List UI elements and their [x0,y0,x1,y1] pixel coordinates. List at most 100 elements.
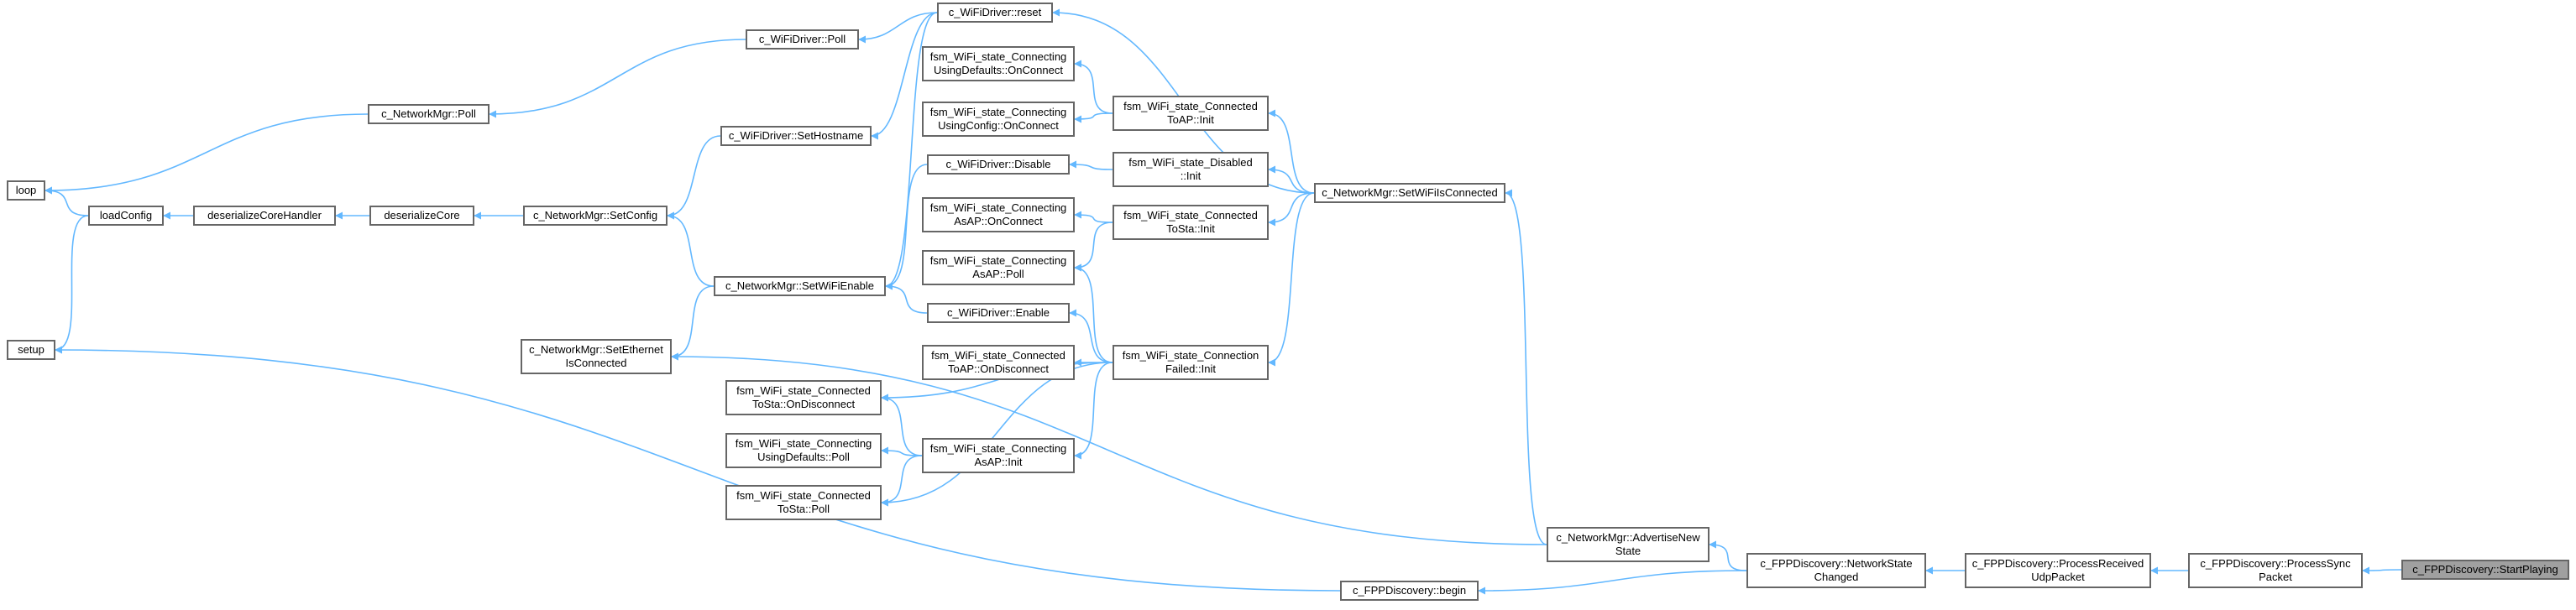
node-label-line: fsm_WiFi_state_Connecting [929,254,1067,267]
node-label-line: UsingDefaults::OnConnect [934,64,1063,76]
node-label-line: deserializeCore [384,209,460,222]
node-label-line: fsm_WiFi_state_Connected [931,349,1065,362]
node-loop[interactable]: loop [7,180,45,201]
node-setwifisconnected[interactable]: c_NetworkMgr::SetWiFiIsConnected [1314,183,1505,203]
node-fppbegin[interactable]: c_FPPDiscovery::begin [1340,581,1479,601]
node-label-line: Packet [2259,571,2292,583]
node-label-line: fsm_WiFi_state_Connecting [929,50,1067,63]
edge-fppbegin-to-networkstate [1478,570,1747,595]
node-reset[interactable]: c_WiFiDriver::reset [937,3,1053,23]
node-deserializecore[interactable]: deserializeCore [369,206,474,226]
edge-connectedtosta_ondisconnect-to-asap_init [881,394,923,456]
edge-enable-to-connfailed_init [1069,309,1113,363]
node-label-line: c_NetworkMgr::Poll [381,107,476,120]
edge-loop-to-loadconfig [45,186,89,216]
node-label-line: c_FPPDiscovery::begin [1352,584,1467,597]
node-label-line: UdpPacket [2031,571,2085,583]
node-setwifienable[interactable]: c_NetworkMgr::SetWiFiEnable [714,276,886,296]
edge-netpoll-to-wifipoll [489,39,746,118]
node-label-line: fsm_WiFi_state_Disabled [1128,156,1253,169]
node-label-line: loadConfig [99,209,153,222]
edge-setethernet-to-advertise [671,352,1547,545]
node-label-line: IsConnected [565,357,627,369]
edge-setconfig-to-setwifienable [667,211,715,287]
edge-wifipoll-to-reset [858,12,938,44]
edge-setwifisconnected-to-advertise [1505,189,1547,545]
edge-usingconfig_onconnect-to-connectedtoap_init [1074,112,1113,123]
node-label-line: c_FPPDiscovery::StartPlaying [2412,563,2558,576]
node-startplaying: c_FPPDiscovery::StartPlaying [2401,560,2569,580]
node-sethostname[interactable]: c_WiFiDriver::SetHostname [720,126,872,146]
node-label-line: c_WiFiDriver::Disable [945,158,1051,170]
node-label-line: fsm_WiFi_state_Connected [736,384,871,397]
node-enable[interactable]: c_WiFiDriver::Enable [927,303,1070,323]
node-label-line: c_NetworkMgr::SetEthernet [529,343,663,356]
node-loadconfig[interactable]: loadConfig [88,206,164,226]
node-label-line: fsm_WiFi_state_Connecting [929,201,1067,214]
node-deserializecorehandler[interactable]: deserializeCoreHandler [193,206,336,226]
edge-loop-to-netpoll [45,113,369,195]
node-label-line: UsingConfig::OnConnect [938,119,1059,132]
node-label-line: ToAP::OnDisconnect [948,362,1049,375]
edge-disable-to-disabled_init [1069,160,1113,170]
node-label-line: State [1615,545,1641,557]
node-label-line: c_NetworkMgr::SetWiFiEnable [725,279,874,292]
node-label-line: fsm_WiFi_state_Connected [1123,100,1258,112]
edge-asap_init-to-connfailed_init [1074,362,1113,460]
edge-setwifienable-to-reset [885,12,938,290]
node-label-line: c_WiFiDriver::reset [948,6,1042,18]
node-label-line: c_FPPDiscovery::ProcessSync [2200,557,2351,570]
node-setconfig[interactable]: c_NetworkMgr::SetConfig [523,206,668,226]
node-label-line: ::Init [1180,169,1202,182]
node-label-line: loop [15,184,37,196]
node-label-line: fsm_WiFi_state_Connecting [929,106,1067,118]
node-disabled-init[interactable]: fsm_WiFi_state_Disabled::Init [1113,152,1269,187]
node-label-line: c_FPPDiscovery::ProcessReceived [1971,557,2144,570]
node-label-line: c_NetworkMgr::SetWiFiIsConnected [1322,186,1498,199]
edge-connectedtosta_poll-to-connfailed_init [881,362,1113,507]
node-wifipoll[interactable]: c_WiFiDriver::Poll [746,29,859,50]
node-label-line: fsm_WiFi_state_Connected [1123,209,1258,222]
edge-connectedtoap_init-to-setwifisconnected [1268,109,1315,194]
node-disable[interactable]: c_WiFiDriver::Disable [927,154,1070,175]
edge-usingdefaults_poll-to-asap_init [881,446,923,456]
node-label-line: AsAP::Init [974,456,1023,468]
node-label-line: Changed [1814,571,1859,583]
edge-setethernet-to-setwifienable [671,285,715,361]
node-label-line: c_WiFiDriver::SetHostname [728,129,864,142]
node-label-line: ToAP::Init [1167,113,1214,126]
node-label-line: AsAP::OnConnect [954,215,1043,227]
edge-setwifienable-to-enable [885,282,928,314]
node-label-line: c_WiFiDriver::Poll [758,33,846,45]
edge-asap_onconnect-to-connectedtosta_init [1074,211,1113,223]
edge-setwifienable-to-disable [885,164,928,290]
edge-disabled_init-to-setwifisconnected [1268,165,1315,194]
node-label-line: AsAP::Poll [972,268,1024,280]
node-netpoll[interactable]: c_NetworkMgr::Poll [368,104,490,124]
edge-connfailed_init-to-setwifisconnected [1268,192,1315,367]
node-label-line: UsingDefaults::Poll [757,451,850,463]
edge-connectedtosta_poll-to-asap_init [881,455,923,507]
edge-setup-to-loadconfig [55,215,89,354]
node-setup[interactable]: setup [7,340,55,360]
node-label-line: c_WiFiDriver::Enable [946,306,1050,319]
node-label-line: c_FPPDiscovery::NetworkState [1760,557,1913,570]
edge-advertise-to-networkstate [1709,540,1747,571]
